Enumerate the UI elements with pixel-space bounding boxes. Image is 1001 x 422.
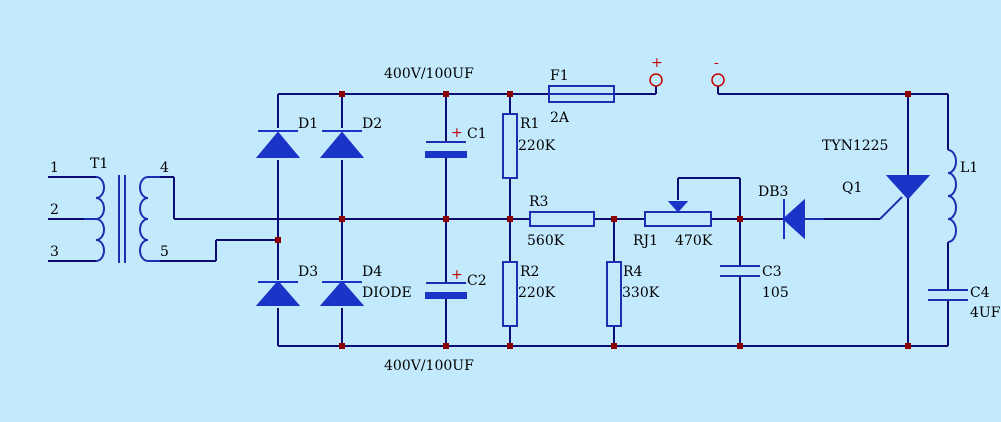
terminal-minus-sign: - — [714, 55, 719, 71]
resistor-r1: R1 220K — [502, 113, 556, 179]
d2-label: D2 — [362, 116, 382, 132]
q1-part: TYN1225 — [822, 138, 888, 154]
inductor-l1: L1 — [947, 149, 978, 243]
f1-label: F1 — [550, 68, 569, 84]
t1-pin-4: 4 — [160, 160, 169, 176]
r1-value: 220K — [518, 138, 556, 154]
r3-label: R3 — [529, 194, 548, 210]
c2-label: C2 — [467, 273, 487, 289]
d4-value: DIODE — [362, 285, 412, 301]
q1-label: Q1 — [842, 180, 862, 196]
top-bus-label: 400V/100UF — [384, 66, 474, 82]
diode-d2: D2 — [319, 116, 382, 158]
c2-plus-sign: + — [451, 267, 463, 283]
rj1-value: 470K — [675, 233, 713, 249]
r3-value: 560K — [527, 233, 565, 249]
wires — [48, 86, 949, 347]
fuse-f1: F1 2A — [548, 68, 615, 126]
terminal-plus: + — [649, 55, 663, 87]
t1-label: T1 — [90, 156, 108, 172]
r4-value: 330K — [622, 285, 660, 301]
capacitor-c3: C3 105 — [720, 264, 789, 301]
db3-label: DB3 — [758, 184, 788, 200]
terminal-minus: - — [711, 55, 725, 87]
terminal-plus-sign: + — [651, 55, 663, 71]
capacitor-c4: C4 4UF — [928, 285, 1001, 321]
c4-value: 4UF — [970, 305, 1001, 321]
c1-plus-sign: + — [451, 125, 463, 141]
r2-value: 220K — [518, 285, 556, 301]
bottom-bus-label: 400V/100UF — [384, 358, 474, 374]
r1-label: R1 — [520, 116, 539, 132]
d4-label: D4 — [362, 264, 382, 280]
potentiometer-rj1: RJ1 470K — [633, 201, 713, 249]
t1-pin-2: 2 — [50, 202, 59, 218]
c3-label: C3 — [762, 264, 782, 280]
diode-d4: D4 DIODE — [319, 264, 412, 306]
r4-label: R4 — [623, 264, 643, 280]
diac-db3: DB3 — [758, 184, 824, 240]
c1-label: C1 — [467, 126, 487, 142]
c3-value: 105 — [762, 285, 789, 301]
r2-label: R2 — [520, 264, 539, 280]
capacitor-c2: + C2 — [425, 267, 487, 299]
d3-label: D3 — [298, 264, 318, 280]
triac-q1: TYN1225 Q1 — [822, 138, 931, 220]
junction-nodes — [275, 91, 911, 349]
rj1-label: RJ1 — [633, 233, 658, 249]
capacitor-c1: + C1 — [425, 125, 487, 158]
d1-label: D1 — [298, 116, 318, 132]
l1-label: L1 — [960, 160, 978, 176]
t1-pin-1: 1 — [50, 160, 59, 176]
resistor-r3: R3 560K — [527, 194, 595, 249]
transformer-t1: T1 1 2 3 4 5 — [50, 156, 169, 263]
t1-pin-5: 5 — [160, 244, 169, 260]
c4-label: C4 — [970, 285, 990, 301]
f1-value: 2A — [550, 110, 570, 126]
resistor-r2: R2 220K — [502, 261, 556, 327]
resistor-r4: R4 330K — [606, 261, 660, 327]
t1-pin-3: 3 — [50, 244, 59, 260]
diode-d1: D1 — [255, 116, 318, 158]
diode-d3: D3 — [255, 264, 318, 306]
